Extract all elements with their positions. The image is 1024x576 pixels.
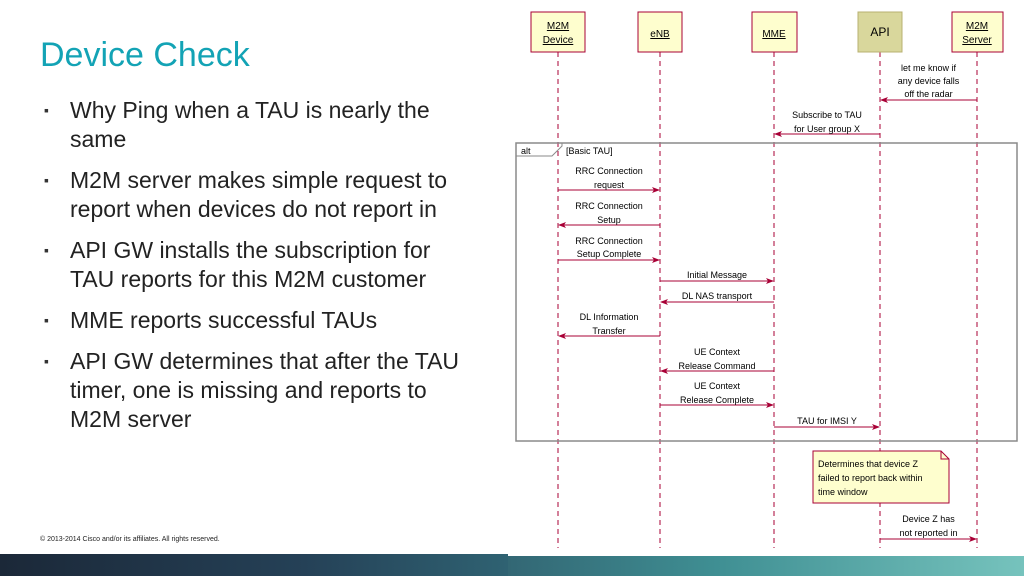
bullet-text: M2M server makes simple request to repor… — [70, 167, 448, 222]
bullet-marker-icon: ▪ — [44, 242, 49, 258]
bullet-item: ▪ M2M server makes simple request to repo… — [40, 166, 480, 224]
bullet-text: MME reports successful TAUs — [70, 307, 378, 333]
participant-label: Device — [543, 35, 574, 46]
note-text: failed to report back within — [818, 473, 923, 483]
message-label: DL Information — [580, 312, 639, 322]
slide-title: Device Check — [40, 36, 250, 74]
bullet-item: ▪ API GW installs the subscription for TA… — [40, 236, 480, 294]
message-label: DL NAS transport — [682, 291, 753, 301]
bullet-marker-icon: ▪ — [44, 172, 49, 188]
message-label: Device Z has — [902, 514, 955, 524]
message-label: Release Complete — [680, 395, 754, 405]
bullet-item: ▪ Why Ping when a TAU is nearly the same — [40, 96, 480, 154]
alt-fragment-tab — [515, 143, 563, 157]
message-label: UE Context — [694, 381, 741, 391]
participant-box — [637, 11, 683, 53]
bullet-text: API GW installs the subscription for TAU… — [70, 237, 431, 292]
note-text: Determines that device Z — [818, 459, 919, 469]
participant-label: M2M — [966, 21, 988, 32]
message-label: Subscribe to TAU — [792, 110, 862, 120]
participant-box — [530, 11, 586, 53]
bullet-marker-icon: ▪ — [44, 312, 49, 328]
bullet-list: ▪Why Ping when a TAU is nearly the same … — [40, 96, 480, 446]
message-label: Initial Message — [687, 270, 747, 280]
alt-fragment-frame — [515, 142, 1018, 442]
participant-label: API — [870, 25, 889, 39]
message-label: Release Command — [678, 361, 755, 371]
footer-band-left — [0, 554, 508, 576]
bullet-marker-icon: ▪ — [44, 102, 49, 118]
message-label: for User group X — [794, 124, 860, 134]
message-label: UE Context — [694, 347, 741, 357]
message-label: not reported in — [899, 528, 957, 538]
participant-box — [951, 11, 1004, 53]
message-label: TAU for IMSI Y — [797, 416, 857, 426]
participant-label: MME — [762, 29, 786, 40]
message-label: request — [594, 180, 625, 190]
participant-label: M2M — [547, 21, 569, 32]
message-label: any device falls — [898, 76, 960, 86]
message-label: Setup — [597, 215, 621, 225]
bullet-item: ▪ MME reports successful TAUs — [40, 306, 480, 335]
bullet-text: API GW determines that after the TAU tim… — [70, 348, 460, 432]
alt-fragment-guard: [Basic TAU] — [566, 146, 613, 156]
note-fold — [940, 451, 949, 460]
participant-box — [751, 11, 798, 53]
message-label: RRC Connection — [575, 166, 643, 176]
note-text: time window — [818, 487, 868, 497]
alt-fragment-label: alt — [521, 146, 531, 156]
bullet-marker-icon: ▪ — [44, 353, 49, 369]
message-label: off the radar — [904, 89, 952, 99]
message-label: Setup Complete — [577, 249, 642, 259]
message-label: RRC Connection — [575, 236, 643, 246]
message-label: Transfer — [592, 326, 625, 336]
participant-label: Server — [962, 35, 992, 46]
copyright-text: © 2013-2014 Cisco and/or its affiliates.… — [40, 536, 220, 543]
bullet-text: Why Ping when a TAU is nearly the same — [70, 97, 430, 152]
message-label: let me know if — [901, 63, 957, 73]
participant-box — [857, 11, 903, 53]
bullet-item: ▪ API GW determines that after the TAU ti… — [40, 347, 480, 434]
note-box — [812, 450, 950, 504]
message-label: RRC Connection — [575, 201, 643, 211]
participant-label: eNB — [650, 29, 670, 40]
